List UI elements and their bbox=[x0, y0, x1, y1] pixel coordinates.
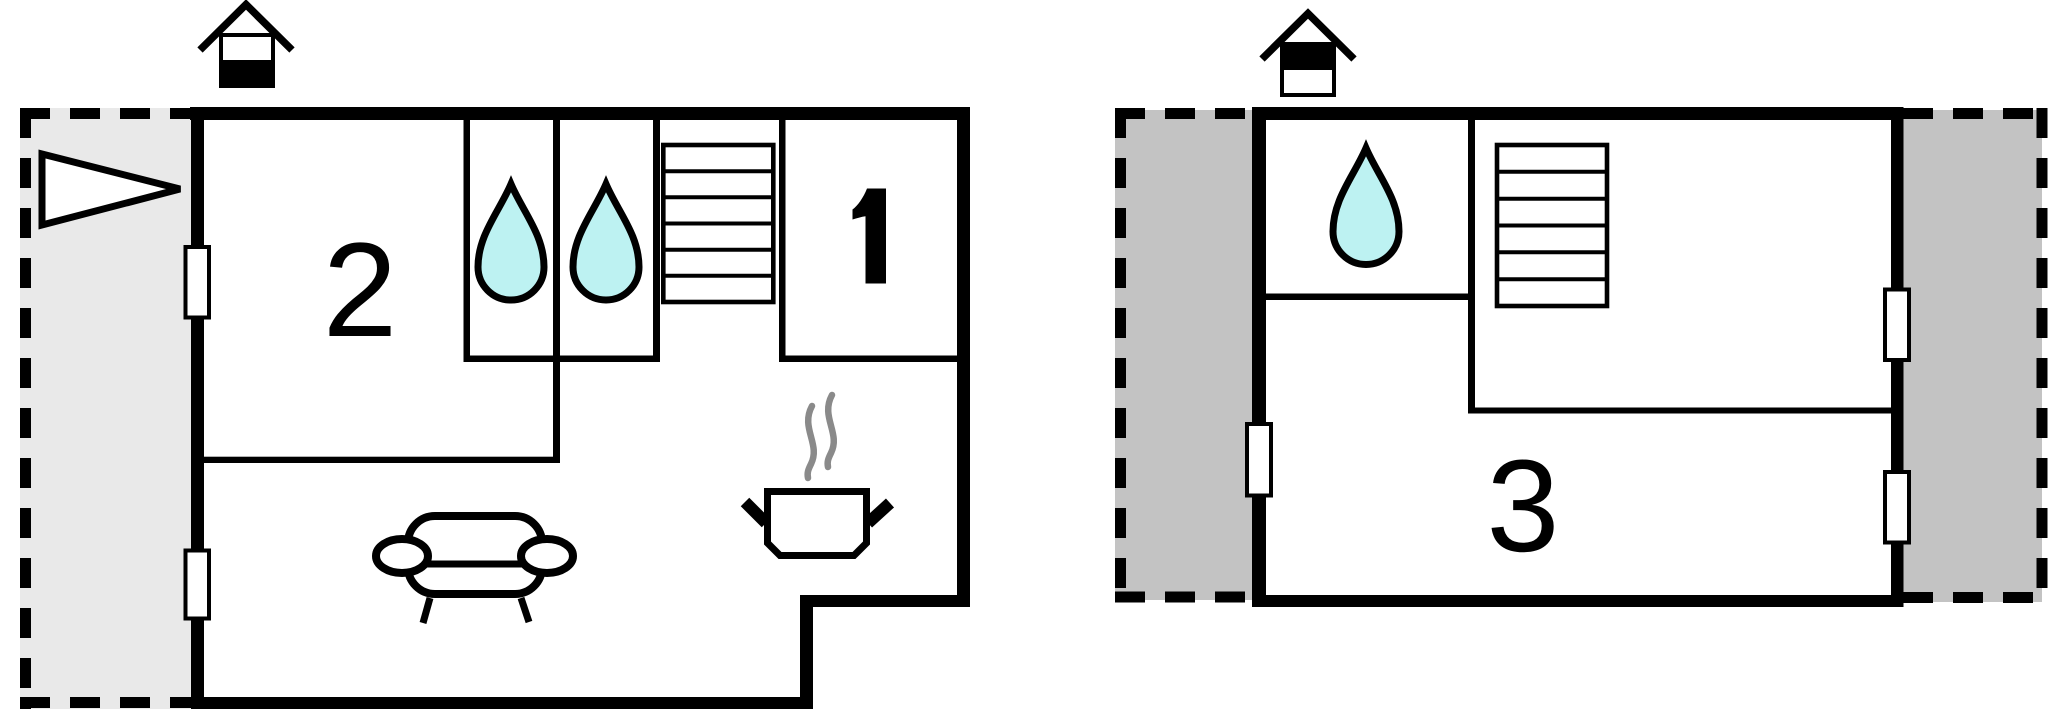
svg-text:3: 3 bbox=[1487, 432, 1560, 579]
svg-text:2: 2 bbox=[323, 216, 398, 365]
